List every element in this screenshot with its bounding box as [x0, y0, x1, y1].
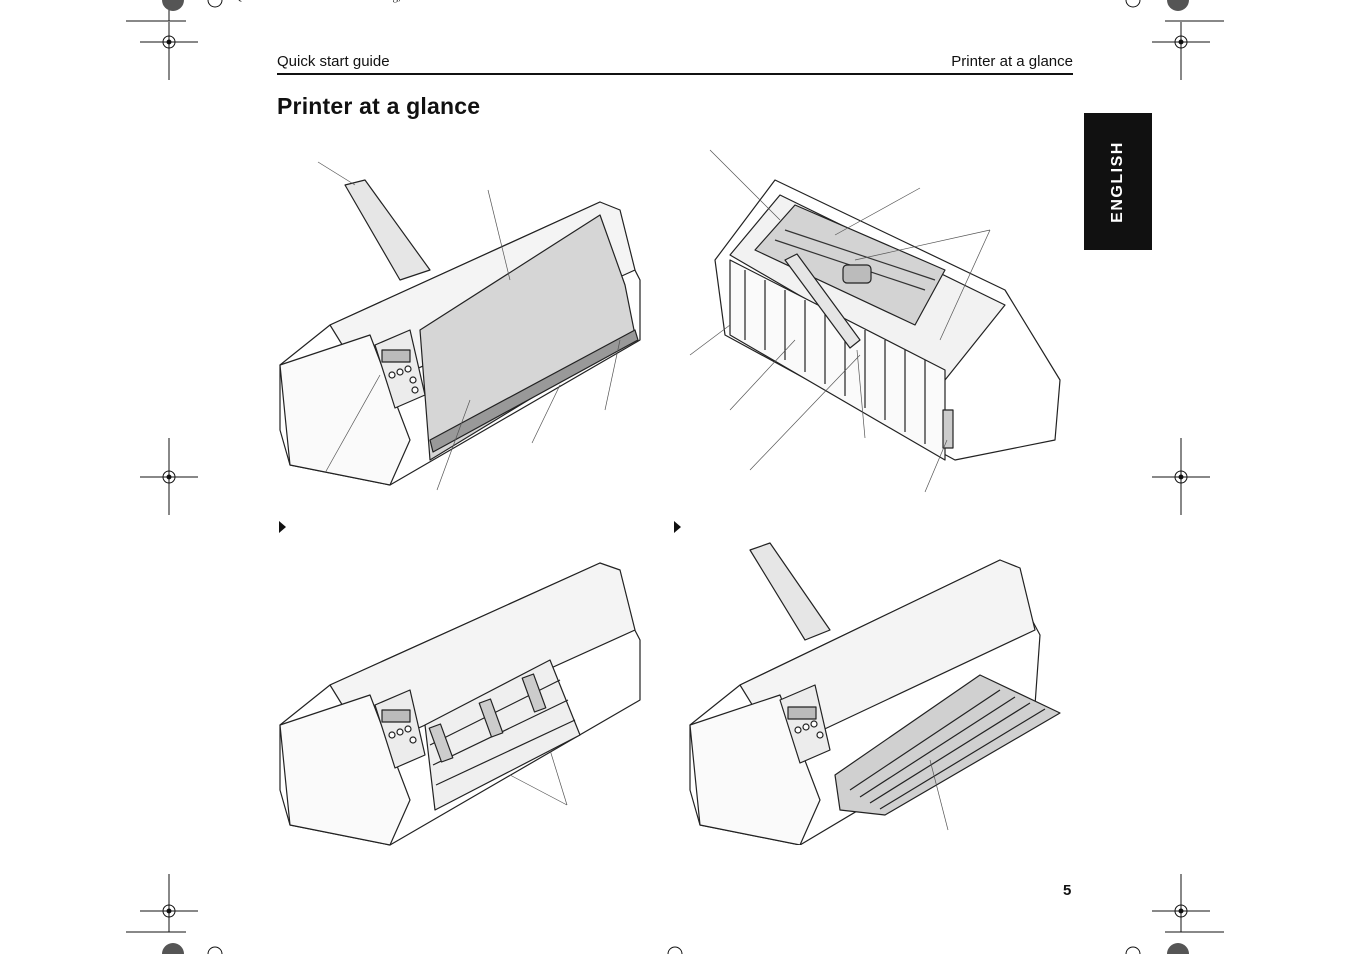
header-rule	[277, 73, 1073, 75]
bullet-arrow-right	[674, 521, 681, 533]
figure-paper-tray-view	[680, 535, 1070, 845]
page-title: Printer at a glance	[277, 93, 481, 119]
language-tab-label: ENGLISH	[1109, 140, 1126, 223]
print-slug: Quick Start-en.book Seite 5 Dienstag, 22…	[234, 0, 499, 3]
figure-open-cover-view	[685, 140, 1075, 500]
figure-tractor-view	[270, 555, 660, 855]
language-tab: ENGLISH	[1084, 113, 1152, 250]
figure-front-view	[270, 140, 660, 510]
header-left: Quick start guide	[277, 53, 390, 70]
header-right: Printer at a glance	[951, 53, 1073, 70]
page-number: 5	[1063, 882, 1072, 899]
bullet-arrow-left	[279, 521, 286, 533]
